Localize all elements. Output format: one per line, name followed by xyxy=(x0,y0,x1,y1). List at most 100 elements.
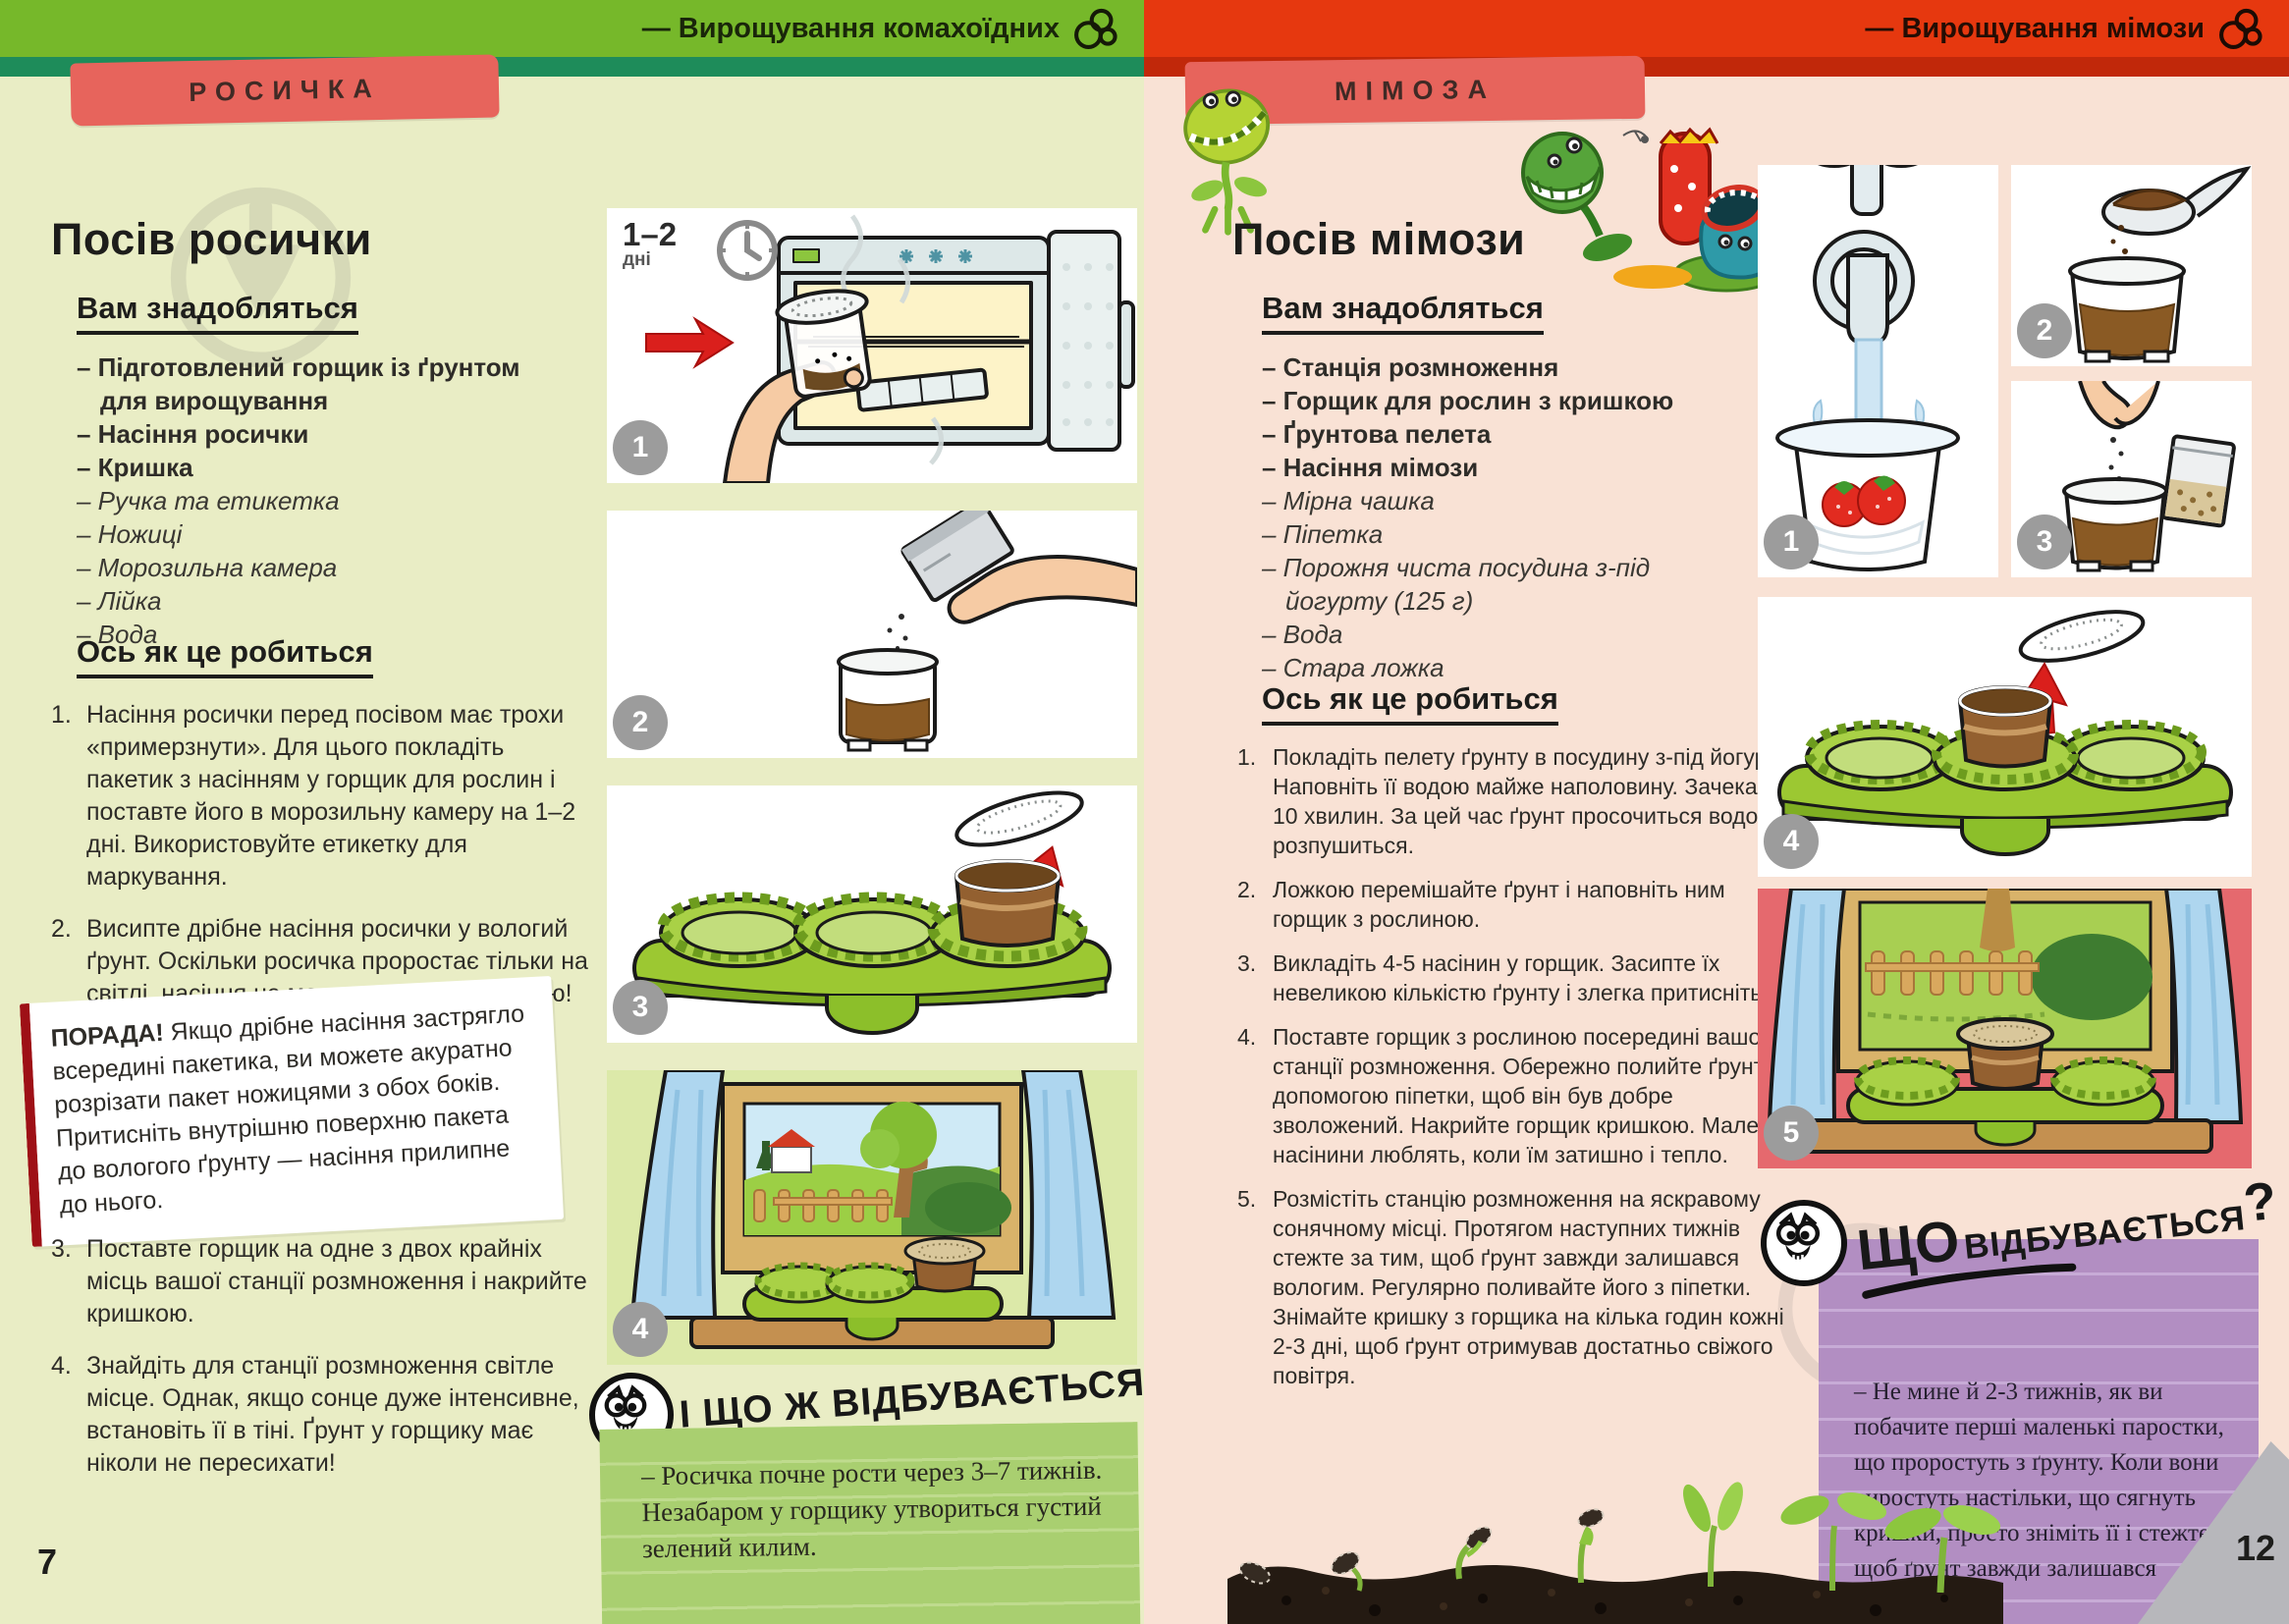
material-item: – Насіння мімози xyxy=(1262,453,1479,482)
material-item: – Вода xyxy=(1262,620,1343,649)
material-item: – Морозильна камера xyxy=(77,553,338,582)
step-badge: 2 xyxy=(613,695,668,750)
how-heading-right: Ось як це робиться xyxy=(1262,681,1558,726)
materials-section-left: Вам знадобляться – Підготовлений горщик … xyxy=(77,291,572,651)
material-item: – Порожня чиста посудина з-під йогурту (… xyxy=(1262,553,1651,616)
window-illustration xyxy=(1767,887,2244,1154)
material-item: – Стара ложка xyxy=(1262,653,1444,682)
sowing-illustration xyxy=(837,499,1139,752)
hand-with-pot xyxy=(722,289,872,485)
step-badge: 4 xyxy=(1764,814,1819,869)
freezer-illustration xyxy=(645,214,1135,485)
result-note-left: – Росичка почне рости через 3–7 тижнів. … xyxy=(599,1422,1141,1624)
pot-with-soil xyxy=(2068,256,2186,363)
step-item: 4. Поставте горщик з рослиною посередині… xyxy=(1237,1024,1799,1167)
sprout-open-large xyxy=(1884,1505,2001,1594)
step-badge: 1 xyxy=(613,420,668,475)
page-mimosa: — Вирощування мімози МІМОЗА xyxy=(1144,0,2289,1624)
page-title-right: Посів мімози xyxy=(1232,214,1526,264)
falling-seeds xyxy=(2108,437,2124,482)
berries-cluster-icon xyxy=(2219,8,2262,49)
flytrap-character xyxy=(1521,132,1633,261)
sand-patch xyxy=(1613,265,1692,289)
soil-on-spoon xyxy=(2112,189,2188,211)
step-item: 1. Насіння росички перед посівом має тро… xyxy=(51,701,576,891)
yogurt-cup xyxy=(1775,418,1960,571)
pitcher-plant-character xyxy=(1659,127,1719,245)
step-item: 5. Розмістіть станцію розмноження на яск… xyxy=(1237,1186,1784,1388)
page-number-left: 7 xyxy=(37,1542,58,1582)
illustration-r5-window: 5 xyxy=(1758,887,2252,1168)
material-item: – Мірна чашка xyxy=(1262,486,1435,515)
material-item: – Кришка xyxy=(77,453,193,482)
fly-icon xyxy=(1622,130,1649,143)
tip-label: ПОРАДА! xyxy=(50,1018,165,1053)
hand xyxy=(947,555,1139,624)
illustration-step4-window: 4 xyxy=(607,1068,1137,1365)
tray-on-sill xyxy=(742,1236,1004,1341)
step-item: 2. Ложкою перемішайте ґрунт і наповніть … xyxy=(1237,877,1725,932)
pot-with-soil-cup xyxy=(1932,685,2079,791)
window-illustration xyxy=(629,1068,1117,1349)
underline-swoosh xyxy=(1862,1263,2077,1299)
step-item: 3. Поставте горщик на одне з двох крайні… xyxy=(51,1235,587,1327)
question-headline-right: ЩО ВІДБУВАЄТЬСЯ? xyxy=(1854,1170,2282,1301)
owl-icon xyxy=(1761,1200,1847,1286)
seed-sprinkle-illustration xyxy=(2062,380,2236,572)
plant-characters-group-icon xyxy=(1521,127,1779,293)
tray-on-sill xyxy=(1846,1017,2164,1147)
seed-sprouting xyxy=(1331,1551,1363,1592)
flytrap-character-icon xyxy=(1183,88,1271,236)
tab-sundew-label: РОСИЧКА xyxy=(188,73,382,107)
tray xyxy=(1777,685,2233,856)
faucet-illustration xyxy=(1775,134,1960,571)
material-item: – Горщик для рослин з кришкою xyxy=(1262,386,1674,415)
red-arrow-icon xyxy=(645,316,735,369)
pot-with-soil xyxy=(2062,477,2168,572)
illustration-step3-tray: 3 xyxy=(607,785,1137,1043)
curtain-right xyxy=(1020,1068,1117,1320)
sprout-cotyledon xyxy=(1683,1482,1743,1588)
pot-empty xyxy=(2055,720,2207,791)
material-item: – Ґрунтова пелета xyxy=(1262,419,1492,449)
pot-with-soil-cup xyxy=(927,859,1088,968)
material-item: – Піпетка xyxy=(1262,519,1384,549)
step-badge: 2 xyxy=(2017,303,2072,358)
page-title-left: Посів росички xyxy=(51,214,372,264)
page-sundew: — Вирощування комахоїдних РОСИЧКА Посів … xyxy=(0,0,1180,1624)
illustration-step1-freezer: 1–2 дні 1 xyxy=(607,208,1137,485)
step-item: 4. Знайдіть для станції розмноження світ… xyxy=(51,1352,579,1477)
sprout-husk xyxy=(1577,1508,1605,1584)
step-badge: 5 xyxy=(1764,1106,1819,1161)
sprout-bent xyxy=(1455,1526,1493,1580)
illustration-step2-sowing: 2 xyxy=(607,499,1139,758)
tray-illustration xyxy=(1777,610,2233,856)
seed-packet xyxy=(2160,434,2236,528)
step-item: 3. Викладіть 4-5 насінин у горщик. Засип… xyxy=(1237,950,1769,1005)
window-frame xyxy=(1836,887,2174,1073)
tray-illustration xyxy=(632,790,1112,1035)
material-item: – Підготовлений горщик із ґрунтом для ви… xyxy=(77,352,520,415)
steps-3-4-left: 3. Поставте горщик на одне з двох крайні… xyxy=(51,1233,589,1499)
how-heading-left: Ось як це робиться xyxy=(77,634,373,678)
right-header-title: — Вирощування мімози xyxy=(1865,13,2205,44)
step-item: 1. Покладіть пелету ґрунту в посудину з-… xyxy=(1237,744,1793,858)
materials-heading-left: Вам знадобляться xyxy=(77,291,358,335)
illustration-r1-faucet: 1 xyxy=(1758,134,1998,577)
page-number-right: 12 xyxy=(2236,1528,2276,1568)
step-badge: 3 xyxy=(2017,514,2072,569)
illustration-r2-spoon: 2 xyxy=(2011,165,2252,366)
pot-empty xyxy=(1804,720,1955,791)
clock-icon xyxy=(717,220,778,281)
pot-with-soil xyxy=(837,648,939,752)
germination-photo xyxy=(1227,1482,2003,1624)
left-header-title: — Вирощування комахоїдних xyxy=(641,13,1060,44)
berries-cluster-icon xyxy=(1074,8,1117,49)
pot-with-lid xyxy=(1956,1017,2054,1091)
right-header-bar xyxy=(1144,0,2289,57)
lid xyxy=(954,790,1084,847)
pot-with-lid xyxy=(903,1236,986,1293)
tip-box: ПОРАДА! Якщо дрібне насіння застрягло вс… xyxy=(19,975,565,1248)
curtain-left xyxy=(1767,887,1847,1124)
